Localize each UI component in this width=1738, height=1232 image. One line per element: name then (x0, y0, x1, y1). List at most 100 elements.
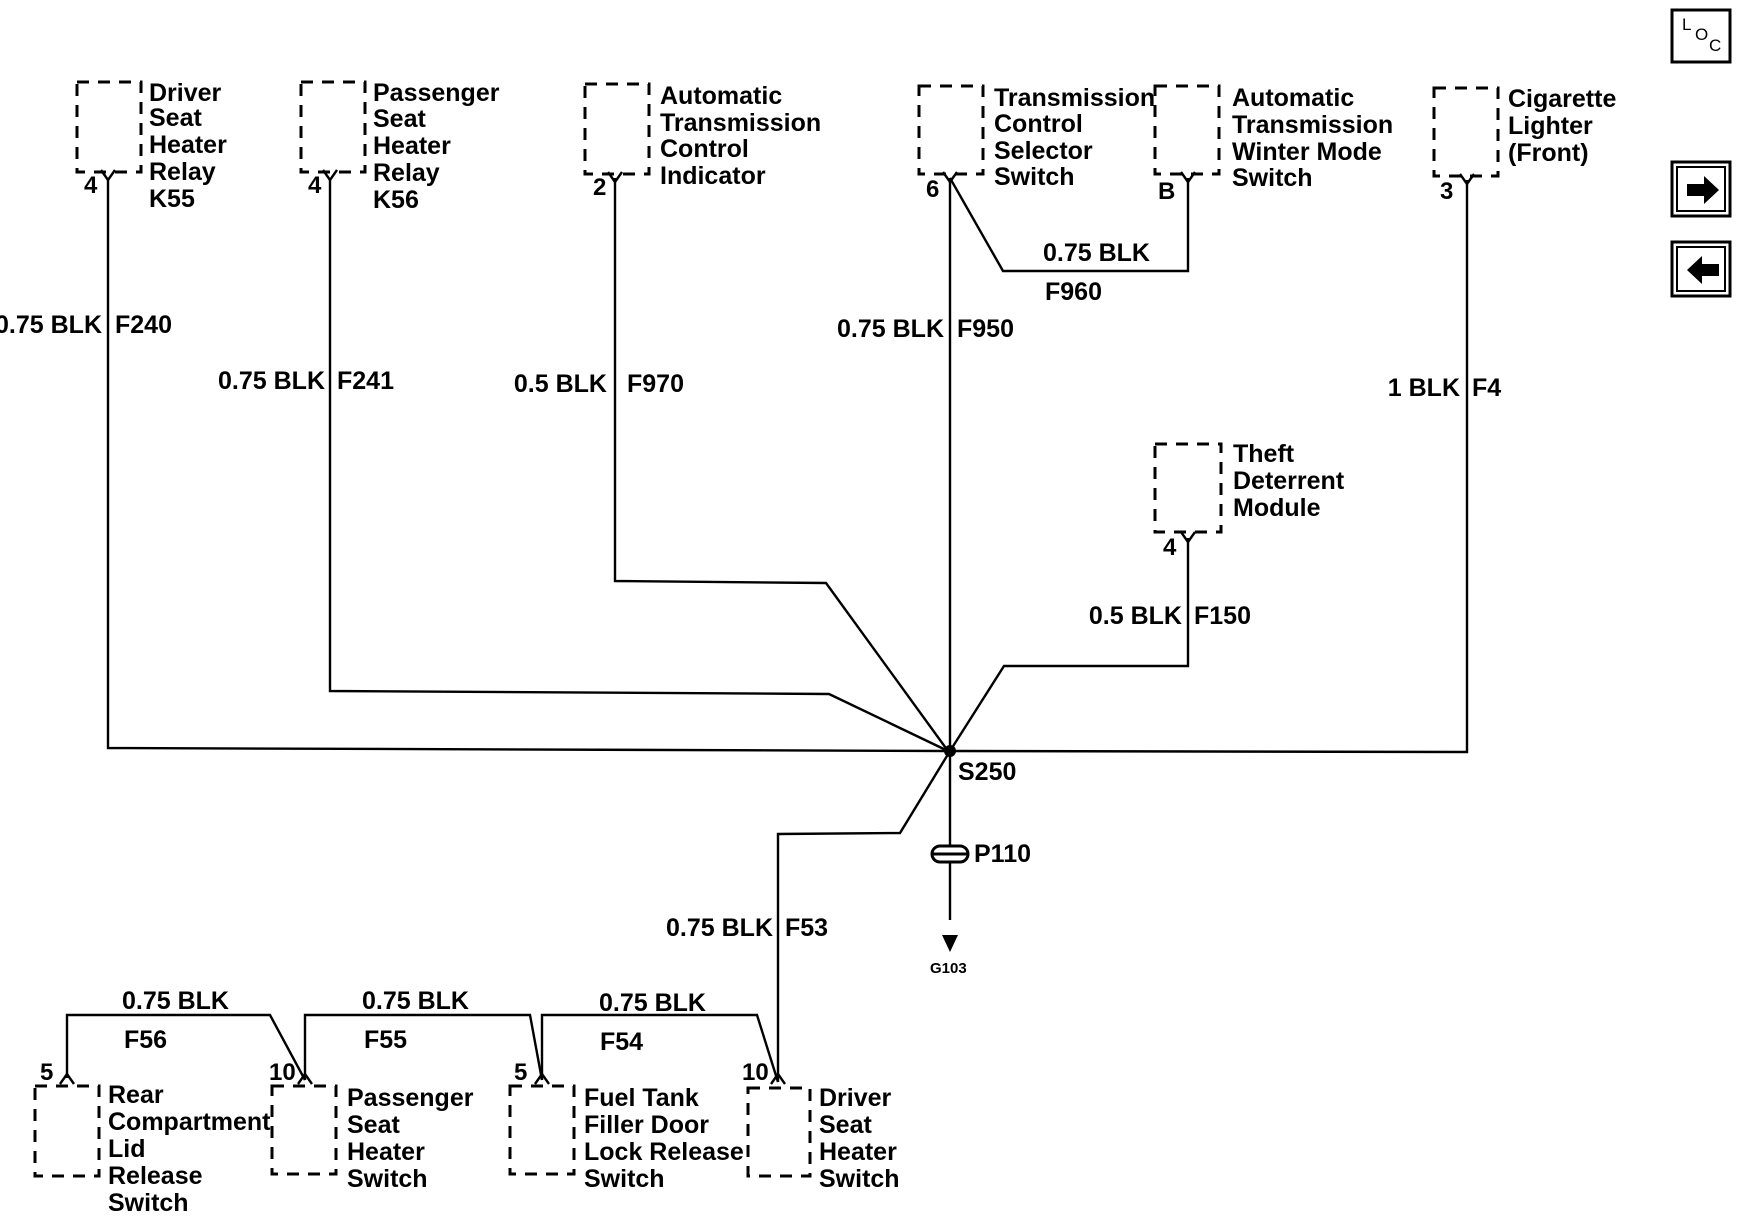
label-fuel-line2: Filler Door (584, 1111, 709, 1139)
wire-f960 (948, 177, 1190, 273)
label-rear-line2: Compartment (108, 1108, 271, 1136)
label-rear-line4: Release (108, 1162, 203, 1190)
terminal-pshs-icon (297, 1071, 313, 1085)
wire-f241-circuit: F241 (337, 367, 394, 395)
label-pshs-line4: Switch (347, 1165, 428, 1193)
label-k55-line4: Relay (149, 158, 216, 186)
terminal-k56-icon (322, 169, 338, 183)
label-theft-line2: Deterrent (1233, 467, 1345, 495)
wire-f970-spec: 0.5 BLK (514, 370, 607, 398)
terminal-dshs-icon (770, 1071, 786, 1085)
label-tcss-line1: Transmission (994, 84, 1155, 112)
component-tcss-box (917, 84, 985, 176)
label-atwm-line3: Winter Mode (1232, 138, 1382, 166)
component-cig-box (1432, 86, 1500, 178)
pin-theft: 4 (1163, 534, 1177, 561)
wire-f970-circuit: F970 (627, 370, 684, 398)
label-cig-line2: Lighter (1508, 112, 1593, 140)
wire-f150-circuit: F150 (1194, 602, 1251, 630)
loc-letter-l: L (1682, 15, 1691, 34)
terminal-theft-icon (1180, 531, 1196, 545)
component-boxes (33, 80, 1500, 1178)
label-dshs-line4: Switch (819, 1165, 900, 1193)
wire-labels: 0.75 BLK F240 0.75 BLK F241 0.5 BLK F970… (0, 239, 1501, 1056)
label-theft-line1: Theft (1233, 440, 1295, 468)
wire-f950-circuit: F950 (957, 315, 1014, 343)
wire-f960-circuit: F960 (1045, 278, 1102, 306)
terminal-cig-icon (1459, 173, 1475, 187)
splice-s250-label: S250 (958, 758, 1016, 786)
terminal-atci-icon (607, 171, 623, 185)
label-pshs-line1: Passenger (347, 1084, 474, 1112)
pin-atwm: B (1158, 178, 1175, 205)
wire-f54 (540, 1013, 780, 1083)
arrow-left-icon (1687, 256, 1719, 284)
wire-f55-spec: 0.75 BLK (362, 987, 469, 1015)
arrow-right-icon (1687, 176, 1719, 204)
pin-rear: 5 (40, 1059, 53, 1086)
label-tcss-line2: Control (994, 110, 1083, 138)
label-dshs-line3: Heater (819, 1138, 897, 1166)
wire-f4-circuit: F4 (1472, 374, 1501, 402)
wire-f53-spec: 0.75 BLK (666, 914, 773, 942)
terminal-k55-icon (100, 169, 116, 183)
wire-f55-circuit: F55 (364, 1026, 407, 1054)
label-dshs-line2: Seat (819, 1111, 872, 1139)
wire-f56 (65, 1013, 307, 1081)
wire-f150-spec: 0.5 BLK (1089, 602, 1182, 630)
label-k55-line3: Heater (149, 131, 227, 159)
label-theft-line3: Module (1233, 494, 1321, 522)
ground-arrow-icon (942, 935, 958, 952)
terminal-tcss-icon (942, 171, 958, 185)
component-pshs-box (270, 1084, 338, 1176)
label-pshs-line3: Heater (347, 1138, 425, 1166)
label-cig-line3: (Front) (1508, 139, 1589, 167)
label-atwm-line2: Transmission (1232, 111, 1393, 139)
label-fuel-line4: Switch (584, 1165, 665, 1193)
wire-f56-spec: 0.75 BLK (122, 987, 229, 1015)
pin-fuel: 5 (514, 1059, 527, 1086)
label-fuel-line1: Fuel Tank (584, 1084, 699, 1112)
label-k56-line3: Heater (373, 132, 451, 160)
label-k55-line1: Driver (149, 79, 222, 107)
label-cig-line1: Cigarette (1508, 85, 1616, 113)
label-rear-line5: Switch (108, 1189, 189, 1217)
wire-f240-circuit: F240 (115, 311, 172, 339)
wire-f241 (328, 178, 949, 753)
label-tcss-line3: Selector (994, 137, 1093, 165)
wire-f54-spec: 0.75 BLK (599, 989, 706, 1017)
connector-p110-label: P110 (974, 840, 1031, 868)
label-k56-line4: Relay (373, 159, 440, 187)
label-k55-line5: K55 (149, 185, 195, 213)
wire-f150 (948, 538, 1190, 752)
wires (65, 177, 1469, 1083)
next-page-button[interactable] (1670, 160, 1732, 218)
label-atci-line2: Transmission (660, 109, 821, 137)
label-atci-line1: Automatic (660, 82, 782, 110)
label-atci-line3: Control (660, 135, 749, 163)
terminal-fuel-icon (534, 1071, 550, 1085)
wire-f4-spec: 1 BLK (1388, 374, 1460, 402)
label-rear-line3: Lid (108, 1135, 146, 1163)
label-dshs-line1: Driver (819, 1084, 892, 1112)
component-atwm-box (1153, 84, 1221, 176)
label-k55-line2: Seat (149, 104, 202, 132)
wire-f4 (949, 180, 1469, 754)
label-tcss-line4: Switch (994, 163, 1075, 191)
wire-f950-spec: 0.75 BLK (837, 315, 944, 343)
connector-p110-icon (930, 844, 970, 864)
previous-page-button[interactable] (1670, 240, 1732, 298)
pin-k55: 4 (84, 172, 98, 199)
terminal-atwm-icon (1180, 171, 1196, 185)
label-pshs-line2: Seat (347, 1111, 400, 1139)
label-rear-line1: Rear (108, 1081, 164, 1109)
wire-f55 (303, 1013, 544, 1081)
label-k56-line5: K56 (373, 186, 419, 214)
component-atci-box (583, 82, 651, 176)
label-k56-line2: Seat (373, 105, 426, 133)
wire-f970 (613, 178, 949, 752)
ground-g103-label: G103 (930, 960, 967, 977)
loc-button[interactable]: L O C (1670, 8, 1732, 64)
